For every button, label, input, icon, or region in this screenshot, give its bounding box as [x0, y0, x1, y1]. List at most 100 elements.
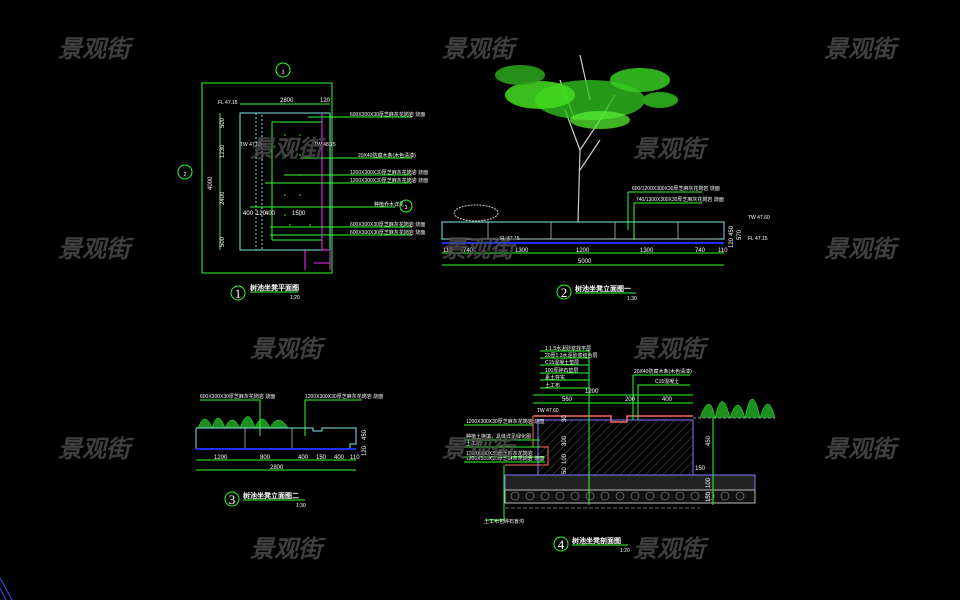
- material-note: 600X300X30厚芝麻灰花岗岩 烧面: [200, 393, 275, 400]
- dimension-label: 150: [706, 491, 712, 502]
- drawing-scale: 1:20: [620, 548, 630, 554]
- material-note: 1200X300X30厚芝麻灰花岗岩 烧面: [350, 177, 428, 184]
- watermark: 景观街: [442, 435, 518, 463]
- dimension-label: 5000: [578, 259, 592, 265]
- section-marker-label: 2: [184, 172, 187, 178]
- drawing-number: 4: [558, 537, 565, 552]
- material-note: 600X300X30厚芝麻灰花岗岩 烧面: [350, 221, 425, 228]
- material-note: 740/1300X300X30厚芝麻灰花岗岩 烧面: [636, 196, 724, 203]
- material-note: 1200X300X30厚芝麻灰花岗岩 烧面: [350, 169, 428, 176]
- drawing-1-plan: 3 2 FL 47.15 TW 47.60 TW 48.15 2800 120 …: [177, 62, 428, 301]
- material-note: 20厚1:3水泥砂浆结合层: [545, 352, 598, 359]
- dimension-label: 1500: [292, 211, 306, 217]
- dimension-label: 740: [463, 248, 474, 254]
- dimension-label: 150: [316, 455, 327, 461]
- dimension-label: 400: [334, 455, 345, 461]
- drawing-number-circle: [556, 284, 572, 300]
- elevation-label: TW 48.15: [314, 142, 336, 148]
- drawing-number: 2: [561, 285, 568, 300]
- dimension-label: 2800: [280, 98, 294, 104]
- material-note: 600X300X30厚芝麻灰花岗岩 烧面: [350, 111, 425, 118]
- dimension-label: 100: [706, 477, 712, 488]
- material-note: 土工布: [545, 382, 560, 389]
- dimension-label: 100: [562, 453, 568, 464]
- drawing-number: 1: [235, 286, 242, 301]
- dimension-label: 740: [695, 248, 706, 254]
- drawing-title: 树池坐凳立面图二: [243, 491, 299, 500]
- drawing-title: 树池坐凳立面图一: [575, 284, 631, 293]
- concrete-core: [537, 419, 694, 476]
- dimension-label: 400: [243, 211, 254, 217]
- drawing-2-elevation: FL 47.15 TW 47.60 FL 47.15 110 740 1300 …: [441, 54, 770, 302]
- watermark: 景观街: [250, 335, 326, 363]
- watermark: 景观街: [250, 135, 326, 163]
- dimension-label: 1200: [214, 455, 228, 461]
- watermark: 景观街: [442, 35, 518, 63]
- dimension-label: 450: [729, 225, 735, 236]
- elevation-label: TW 47.60: [240, 142, 262, 148]
- material-note: 1200X300X30厚芝麻灰花岗岩 烧面: [305, 393, 383, 400]
- drawing-number-circle: [230, 285, 246, 301]
- dimension-label: 400: [265, 211, 276, 217]
- watermark: 景观街: [633, 135, 709, 163]
- material-note: C15混凝土: [655, 378, 679, 385]
- elevation-label: FL 47.15: [218, 100, 238, 106]
- material-note: 20X40防腐木条(木色清漆): [358, 152, 416, 159]
- watermark: 景观街: [633, 335, 709, 363]
- crushed-stone-layer: [504, 489, 756, 504]
- dimension-label: 1200: [585, 389, 599, 395]
- watermark: 景观街: [58, 435, 134, 463]
- section-marker-label: 3: [282, 70, 285, 76]
- watermarks: 景观街 景观街 景观街 景观街 景观街 景观街 景观街 景观街 景观街 景观街 …: [58, 35, 900, 563]
- grass-illustration: [197, 416, 289, 429]
- dimension-label: 4000: [208, 176, 214, 190]
- dimension-label: 30: [562, 415, 568, 422]
- plan-outer-dim-frame: [201, 82, 333, 274]
- detail-marker[interactable]: [399, 199, 413, 213]
- watermark: 景观街: [824, 35, 900, 63]
- watermark: 景观街: [824, 235, 900, 263]
- dimension-label: 450: [362, 429, 368, 440]
- detail-marker-label: 3: [405, 205, 408, 211]
- dimension-label: 560: [562, 397, 573, 403]
- watermark: 景观街: [633, 535, 709, 563]
- material-note: 1200X300X30厚芝麻灰花岗岩 烧面: [466, 455, 544, 462]
- watermark: 景观街: [442, 235, 518, 263]
- shrub-illustration: [453, 204, 499, 222]
- dimension-label: 110: [718, 248, 728, 254]
- material-note: C15混凝土垫层: [545, 359, 579, 366]
- dimension-label: 400: [298, 455, 309, 461]
- material-note: 600/1200X300X30厚芝麻灰花岗岩 烧面: [632, 185, 720, 192]
- gravel-base: [504, 474, 756, 491]
- elevation-label: TW 47.60: [537, 408, 559, 414]
- watermark: 景观街: [58, 35, 134, 63]
- dimension-label: 500: [220, 236, 226, 247]
- material-note: 种植土换填，具体详见绿化图: [466, 433, 531, 440]
- dimension-label: 120: [256, 211, 267, 217]
- dimension-label: 1230: [220, 144, 226, 158]
- drawing-scale: 1:30: [296, 503, 306, 509]
- section-marker-2[interactable]: [177, 164, 193, 180]
- elevation-label: FL 47.15: [748, 236, 768, 242]
- watermark: 景观街: [58, 235, 134, 263]
- dimension-label: 50: [562, 467, 568, 474]
- drawing-4-section: 1200 560 200 400 TW 47.60 450 150 100 15…: [464, 345, 776, 554]
- section-marker-3[interactable]: [275, 62, 291, 78]
- dimension-label: 1300: [515, 248, 529, 254]
- dimension-label: 110: [443, 248, 453, 254]
- dimension-label: 400: [662, 397, 673, 403]
- watermark: 景观街: [824, 435, 900, 463]
- material-note: 1200X300X30厚芝麻灰花岗岩 烧面: [466, 418, 544, 425]
- material-note: 20X40防腐木条(木色清漆): [634, 368, 692, 375]
- dimension-label: 1300: [640, 248, 654, 254]
- ucs-icon: [0, 577, 13, 600]
- dimension-label: 450: [706, 435, 712, 446]
- drawing-number-circle: [553, 536, 569, 552]
- material-note: 土工布: [466, 440, 481, 447]
- material-note: 600X300X30厚芝麻灰花岗岩 烧面: [350, 229, 425, 236]
- material-note: 100厚碎石垫层: [545, 367, 578, 374]
- tree-illustration: [495, 54, 678, 223]
- watermark: 景观街: [250, 535, 326, 563]
